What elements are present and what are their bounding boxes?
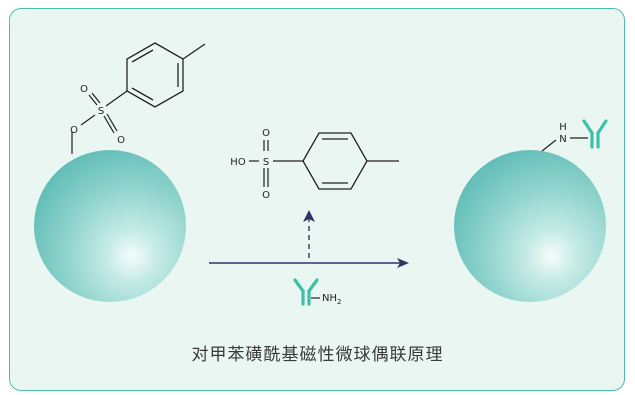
right-atom-n: N — [559, 134, 566, 145]
antibody-amine-reagent: NH 2 — [293, 278, 341, 306]
right-coupled-bead: H N — [454, 119, 608, 302]
reagent-atom-nh: NH — [322, 293, 337, 304]
left-sulfonyl — [71, 92, 118, 154]
mid-atom-o-top: O — [262, 128, 270, 139]
left-atom-o-top: O — [80, 84, 88, 95]
antibody-y-icon — [293, 278, 319, 306]
release-arrow — [303, 210, 315, 258]
antibody-y-icon — [582, 119, 608, 149]
mid-atom-s: S — [263, 157, 269, 168]
left-atom-o-bottom: O — [117, 135, 125, 146]
left-benzene-ring — [105, 42, 206, 108]
mid-atom-ho: HO — [230, 157, 246, 168]
reagent-atom-subscript: 2 — [337, 298, 341, 306]
diagram-caption: 对甲苯磺酰基磁性微球偶联原理 — [191, 345, 444, 365]
right-atom-h: H — [559, 122, 567, 133]
left-tosyl-bead: O S O O — [34, 42, 206, 302]
reaction-arrow — [209, 258, 409, 268]
mid-atom-o-bottom: O — [262, 190, 270, 201]
mid-benzene-ring — [302, 132, 399, 190]
released-tosic-acid: HO S O O — [230, 128, 399, 201]
left-atom-o-ester: O — [70, 125, 78, 136]
left-magnetic-bead-icon — [34, 150, 186, 302]
left-atom-s: S — [98, 106, 104, 117]
right-magnetic-bead-icon — [454, 150, 606, 302]
